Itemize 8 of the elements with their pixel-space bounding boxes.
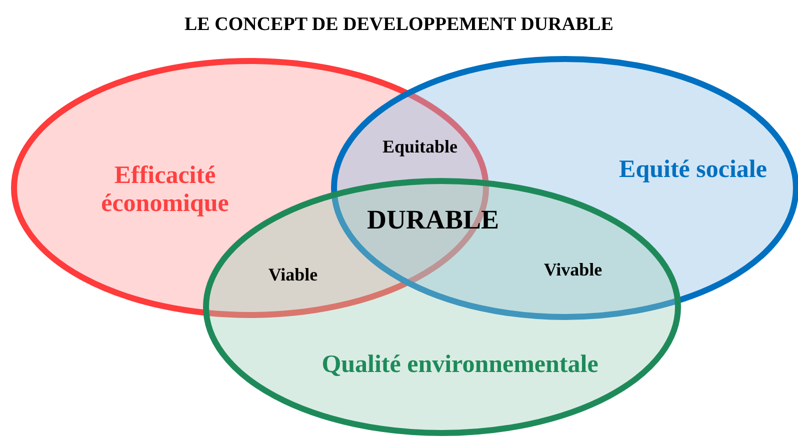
circle-label: Equité sociale <box>618 156 768 184</box>
overlap-label: Equitable <box>382 136 458 158</box>
overlap-label: DURABLE <box>366 204 500 236</box>
circle-label: Efficacité économique <box>100 162 230 218</box>
diagram-title: LE CONCEPT DE DEVELOPPEMENT DURABLE <box>184 14 614 36</box>
overlap-label: Viable <box>268 264 318 286</box>
circle-label: Qualité environnementale <box>320 351 600 379</box>
overlap-label: Vivable <box>544 260 602 280</box>
